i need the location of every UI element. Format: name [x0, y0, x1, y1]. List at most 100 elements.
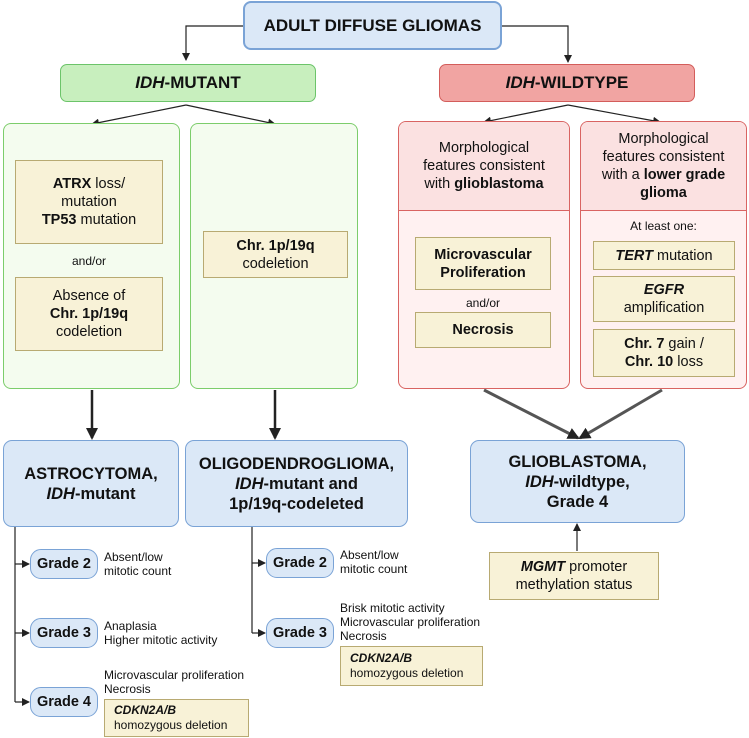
astrocytoma-mutant-text: -mutant	[74, 484, 136, 503]
chr10-bold: Chr. 10	[624, 354, 674, 370]
astrocytoma-box: ASTROCYTOMA, IDH-mutant	[3, 440, 179, 527]
gbm-morph-line3-bold: glioblastoma	[454, 176, 544, 192]
title-box: ADULT DIFFUSE GLIOMAS	[243, 1, 502, 50]
astro-grade4-note: Microvascular proliferation Necrosis	[104, 668, 244, 696]
idh-mutant-header-italic: IDH	[135, 73, 165, 92]
chr7-bold: Chr. 7	[624, 336, 665, 352]
mgmt-promoter-text: promoter	[565, 559, 628, 575]
astro-cdkn2ab-text: homozygous deletion	[114, 718, 228, 732]
tert-gene: TERT	[615, 247, 653, 264]
arrow-title-to-mutant	[182, 25, 243, 61]
lgg-morph-line4: glioma	[640, 185, 687, 201]
oligo-mutant-text: -mutant and	[263, 474, 358, 493]
chr7-chr10-box: Chr. 7 gain / Chr. 10 loss	[593, 329, 735, 377]
astro-grade4-note-line1: Microvascular proliferation	[104, 668, 245, 682]
oligo-grade2-note-line1: Absent/low	[340, 548, 399, 562]
oligo-codeletion-text: codeletion	[242, 255, 309, 272]
oligo-grade2-label: Grade 2	[273, 555, 327, 571]
mgmt-box: MGMT promoter methylation status	[489, 552, 659, 600]
gbm-and-or: and/or	[465, 296, 501, 310]
arrow-wildtype-to-lgg-panel	[567, 104, 661, 125]
arrow-title-to-wildtype	[502, 25, 572, 63]
arrow-wildtype-to-gbm-panel	[483, 104, 569, 125]
astro-cdkn2ab-gene: CDKN2A/B	[114, 703, 177, 717]
atrx-gene: ATRX	[52, 176, 92, 192]
oligo-cdkn2ab-gene: CDKN2A/B	[350, 651, 413, 665]
astro-grade4-note-line2: Necrosis	[104, 682, 151, 696]
absence-codeletion-box: Absence of Chr. 1p/19q codeletion	[15, 277, 163, 351]
idh-wildtype-header-text: -WILDTYPE	[534, 73, 629, 92]
atrx-tp53-box: ATRX loss/ mutation TP53 mutation	[15, 160, 163, 244]
arrow-mutant-to-oligo-panel	[185, 104, 276, 127]
oligo-codeletion-box: Chr. 1p/19q codeletion	[203, 231, 348, 278]
arrow-mutant-to-astro-panel	[91, 104, 187, 127]
astro-grade2-note: Absent/low mitotic count	[104, 550, 171, 578]
egfr-gene: EGFR	[643, 282, 685, 298]
tert-box: TERT mutation	[593, 241, 735, 270]
gbm-morph-line2: features consistent	[423, 158, 545, 174]
at-least-one-label: At least one:	[630, 219, 697, 233]
oligo-grade3-note-line1: Brisk mitotic activity	[340, 601, 445, 615]
astro-grade3-label: Grade 3	[37, 625, 91, 641]
atrx-loss-text: loss/	[91, 176, 126, 192]
oligodendroglioma-box: OLIGODENDROGLIOMA, IDH-mutant and 1p/19q…	[185, 440, 408, 527]
oligo-grade2-note: Absent/low mitotic count	[340, 548, 407, 576]
microvascular-proliferation-box: Microvascular Proliferation	[415, 237, 551, 290]
oligo-grade3-note-line2: Microvascular proliferation	[340, 615, 481, 629]
lgg-morph-line3-bold: lower grade	[643, 167, 726, 183]
astro-grade2-label: Grade 2	[37, 556, 91, 572]
astro-grade3-note-line2: Higher mitotic activity	[104, 633, 218, 647]
lgg-morph-line2: features consistent	[602, 149, 725, 165]
glioblastoma-box: GLIOBLASTOMA, IDH-wildtype, Grade 4	[470, 440, 685, 523]
gbm-morph-line1: Morphological	[438, 140, 530, 156]
tp53-mutation-text: mutation	[76, 212, 137, 228]
tp53-gene: TP53	[41, 212, 77, 228]
necrosis-box: Necrosis	[415, 312, 551, 348]
astro-cdkn2ab-box: CDKN2A/B homozygous deletion	[104, 699, 249, 737]
idh-mutant-header: IDH-MUTANT	[60, 64, 316, 102]
glioblastoma-title: GLIOBLASTOMA,	[508, 452, 647, 471]
idh-wildtype-header-italic: IDH	[505, 73, 535, 92]
absence-text: Absence of	[52, 288, 126, 304]
microvascular-text: Microvascular	[434, 246, 532, 263]
oligo-grade3-note: Brisk mitotic activity Microvascular pro…	[340, 601, 480, 643]
gbm-idh-italic: IDH	[525, 472, 554, 491]
oligo-grade2-pill: Grade 2	[266, 548, 334, 578]
astro-grade2-note-line2: mitotic count	[104, 564, 172, 578]
astrocytoma-title: ASTROCYTOMA,	[24, 464, 158, 483]
oligo-grade2-note-line2: mitotic count	[340, 562, 408, 576]
oligo-grade3-label: Grade 3	[273, 625, 327, 641]
egfr-amplification-text: amplification	[623, 300, 705, 316]
oligodendroglioma-title: OLIGODENDROGLIOMA,	[198, 454, 395, 473]
egfr-box: EGFR amplification	[593, 276, 735, 322]
astro-grade4-label: Grade 4	[37, 694, 91, 710]
arrow-lgg-panel-to-glioblastoma	[578, 388, 663, 440]
oligo-idh-italic: IDH	[235, 474, 264, 493]
astro-grade4-pill: Grade 4	[30, 687, 98, 717]
title-text: ADULT DIFFUSE GLIOMAS	[263, 15, 482, 35]
astro-grade2-note-line1: Absent/low	[104, 550, 163, 564]
chr10-loss-text: loss	[673, 354, 704, 370]
astrocytoma-idh-italic: IDH	[46, 484, 75, 503]
tert-mutation-text: mutation	[652, 247, 713, 264]
oligo-cdkn2ab-box: CDKN2A/B homozygous deletion	[340, 646, 483, 686]
gbm-morph-line3-pre: with	[424, 176, 455, 192]
gbm-wildtype-text: -wildtype,	[553, 472, 630, 491]
mutation-text: mutation	[61, 194, 117, 210]
oligo-grade3-pill: Grade 3	[266, 618, 334, 648]
astro-grade2-pill: Grade 2	[30, 549, 98, 579]
oligo-grade3-note-line3: Necrosis	[340, 629, 387, 643]
lgg-morph-line3-pre: with a	[601, 167, 644, 183]
lgg-morphology-header: Morphological features consistent with a…	[581, 122, 746, 211]
codeletion-text: codeletion	[55, 324, 123, 340]
oligo-codeleted-text: 1p/19q-codeleted	[229, 494, 364, 513]
chr7-gain-text: gain /	[664, 336, 704, 352]
astro-grade3-pill: Grade 3	[30, 618, 98, 648]
gbm-grade-text: Grade 4	[546, 492, 609, 511]
mgmt-methylation-text: methylation status	[515, 577, 633, 593]
oligo-cdkn2ab-text: homozygous deletion	[350, 666, 464, 680]
idh-mutant-header-text: -MUTANT	[164, 73, 241, 92]
idh-wildtype-header: IDH-WILDTYPE	[439, 64, 695, 102]
astro-and-or: and/or	[71, 254, 107, 268]
